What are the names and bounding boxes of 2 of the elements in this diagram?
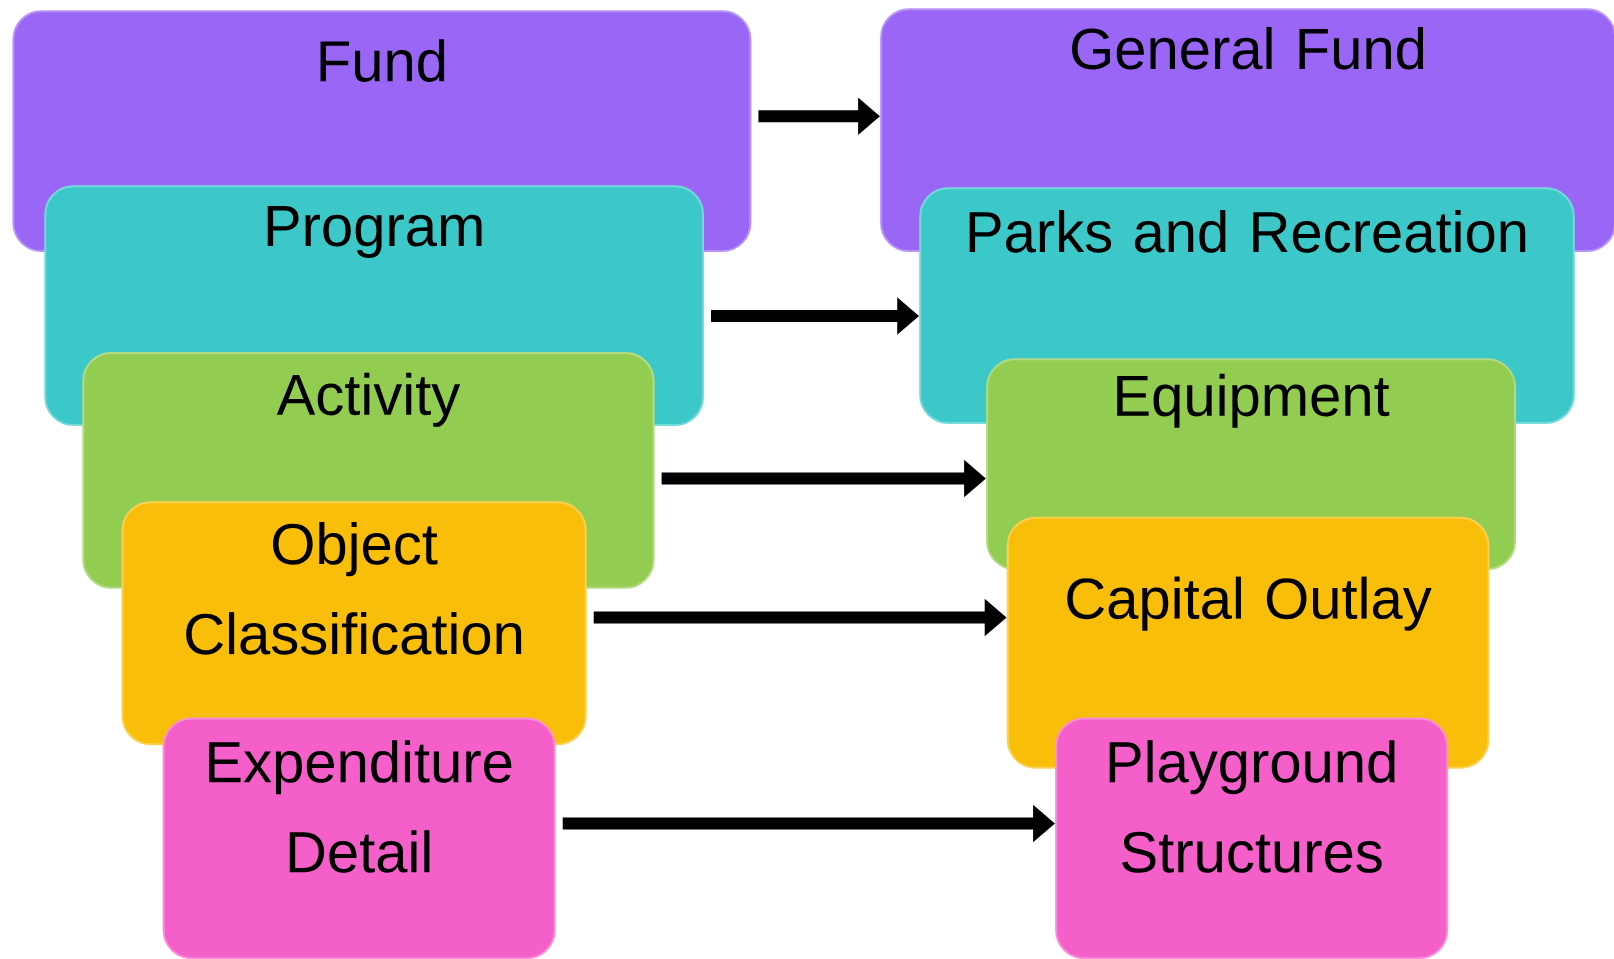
label-box: Playground Structures <box>1055 717 1449 959</box>
label-box: Expenditure Detail <box>162 717 556 959</box>
